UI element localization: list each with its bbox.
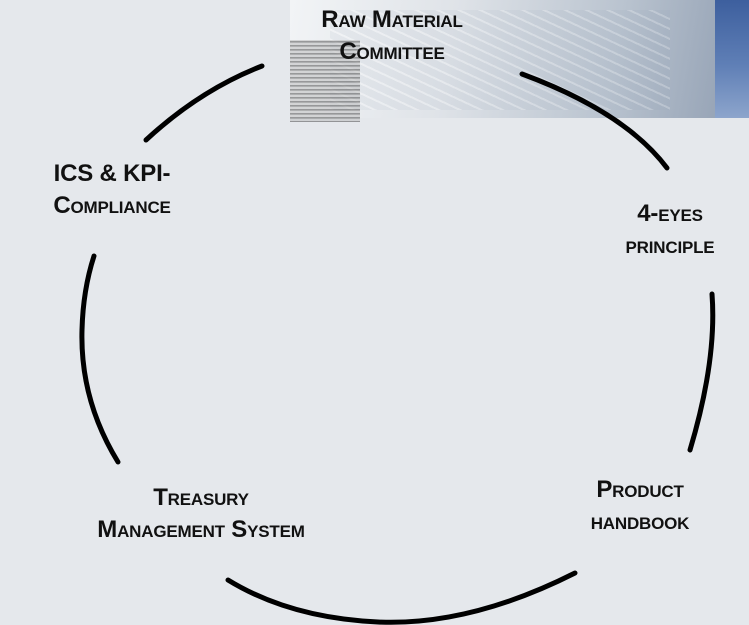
- arc-bottom: [225, 570, 578, 625]
- node-ics-kpi-compliance: ICS & KPI- Compliance: [53, 160, 171, 220]
- node-four-eyes-principle: 4-eyes principle: [625, 200, 715, 260]
- photo-texture: [290, 40, 360, 122]
- header-photo: [290, 0, 749, 118]
- node-raw-material-committee: Raw Material Committee: [321, 6, 463, 66]
- arc-top-right: [519, 71, 670, 171]
- arc-right: [687, 291, 716, 453]
- arc-left: [79, 253, 121, 465]
- arc-top-left: [143, 63, 265, 143]
- node-product-handbook: Product handbook: [590, 476, 690, 536]
- node-treasury-management-system: Treasury Management System: [97, 484, 305, 544]
